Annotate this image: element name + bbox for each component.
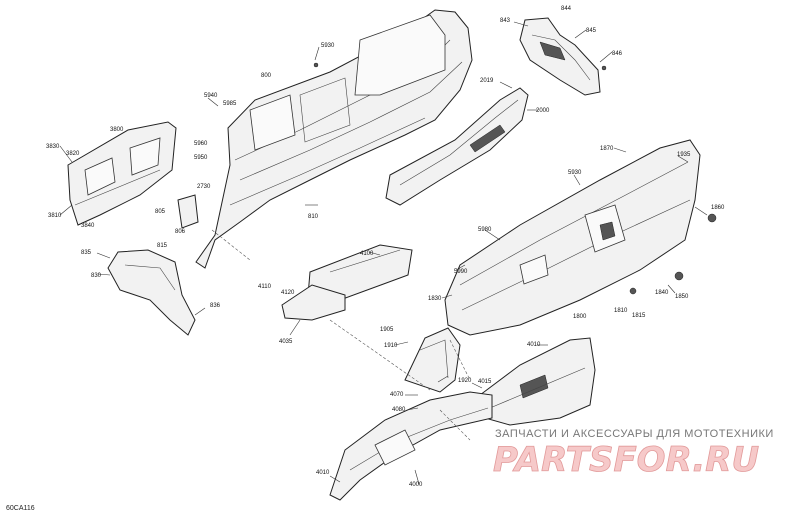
part-lower-right-panel — [479, 337, 596, 426]
callout-label: 4080 — [392, 407, 406, 413]
callout-label: 5980 — [478, 227, 492, 233]
callout-label: 2000 — [536, 108, 550, 114]
callout-label: 844 — [561, 6, 572, 12]
callout-label: 4010 — [527, 342, 541, 348]
watermark: ЗАПЧАСТИ И АКСЕССУАРЫ ДЛЯ МОТОТЕХНИКИ PA… — [493, 428, 774, 480]
part-bracket-830 — [107, 249, 196, 336]
callout-label: 5950 — [194, 155, 208, 161]
callout-label: 805 — [155, 209, 166, 215]
callout-label: 5985 — [223, 101, 237, 107]
callout-label: 800 — [261, 73, 272, 79]
part-rail-2000 — [385, 87, 529, 206]
callout-label: 5960 — [194, 141, 208, 147]
callout-label: 4010 — [316, 470, 330, 476]
callout-label: 4035 — [279, 339, 293, 345]
callout-label: 4110 — [258, 284, 272, 290]
callout-label: 3830 — [46, 144, 60, 150]
callout-label: 806 — [175, 229, 186, 235]
callout-label: 5990 — [454, 269, 468, 275]
part-small-bracket — [177, 194, 199, 229]
callout-label: 1870 — [600, 146, 614, 152]
callout-label: 1830 — [428, 296, 442, 302]
part-cover-left — [67, 121, 177, 226]
callout-label: 1850 — [675, 294, 689, 300]
callout-label: 830 — [91, 273, 102, 279]
callout-label: 1840 — [655, 290, 669, 296]
callout-label: 5940 — [204, 93, 218, 99]
callout-label: 1810 — [614, 308, 628, 314]
leader-lines — [59, 21, 708, 485]
callout-label: 2730 — [197, 184, 211, 190]
callout-label: 2019 — [480, 78, 494, 84]
callout-label: 3800 — [110, 127, 124, 133]
callout-label: 4120 — [281, 290, 295, 296]
callout-label: 835 — [81, 250, 92, 256]
drawing-code: 60CA116 — [6, 505, 35, 512]
watermark-brand: PARTSFOR.RU — [493, 440, 759, 480]
callout-label: 1920 — [458, 378, 472, 384]
callout-label: 843 — [500, 18, 511, 24]
part-upper-long-panel — [195, 9, 473, 269]
part-duct-4000 — [329, 391, 493, 501]
callout-label: 845 — [586, 28, 597, 34]
callout-label: 5930 — [568, 170, 582, 176]
part-large-right-panel — [444, 139, 701, 336]
watermark-tagline: ЗАПЧАСТИ И АКСЕССУАРЫ ДЛЯ МОТОТЕХНИКИ — [495, 428, 774, 440]
callout-label: 3820 — [66, 151, 80, 157]
callout-label: 1935 — [677, 152, 691, 158]
callout-label: 1910 — [384, 343, 398, 349]
callout-label: 4015 — [478, 379, 492, 385]
callout-label: 4070 — [390, 392, 404, 398]
part-bracket-top-right — [519, 17, 601, 96]
callout-label: 3840 — [81, 223, 95, 229]
part-duct-4100 — [281, 244, 413, 321]
callout-label: 846 — [612, 51, 623, 57]
callout-label: 1860 — [711, 205, 725, 211]
part-hardware-dots — [313, 62, 717, 295]
callout-label: 3810 — [48, 213, 62, 219]
callout-label: 4000 — [409, 482, 423, 488]
assembly-lines — [211, 229, 471, 441]
callout-label: 1800 — [573, 314, 587, 320]
callout-label: 810 — [308, 214, 319, 220]
part-support-1910 — [404, 327, 461, 393]
callout-label: 836 — [210, 303, 221, 309]
callout-label: 1815 — [632, 313, 646, 319]
callout-label: 4100 — [360, 251, 374, 257]
callout-label: 5930 — [321, 43, 335, 49]
callout-label: 815 — [157, 243, 168, 249]
callout-labels: 843 844 845 846 5930 800 5940 5985 3800 … — [46, 6, 725, 488]
callout-label: 1905 — [380, 327, 394, 333]
